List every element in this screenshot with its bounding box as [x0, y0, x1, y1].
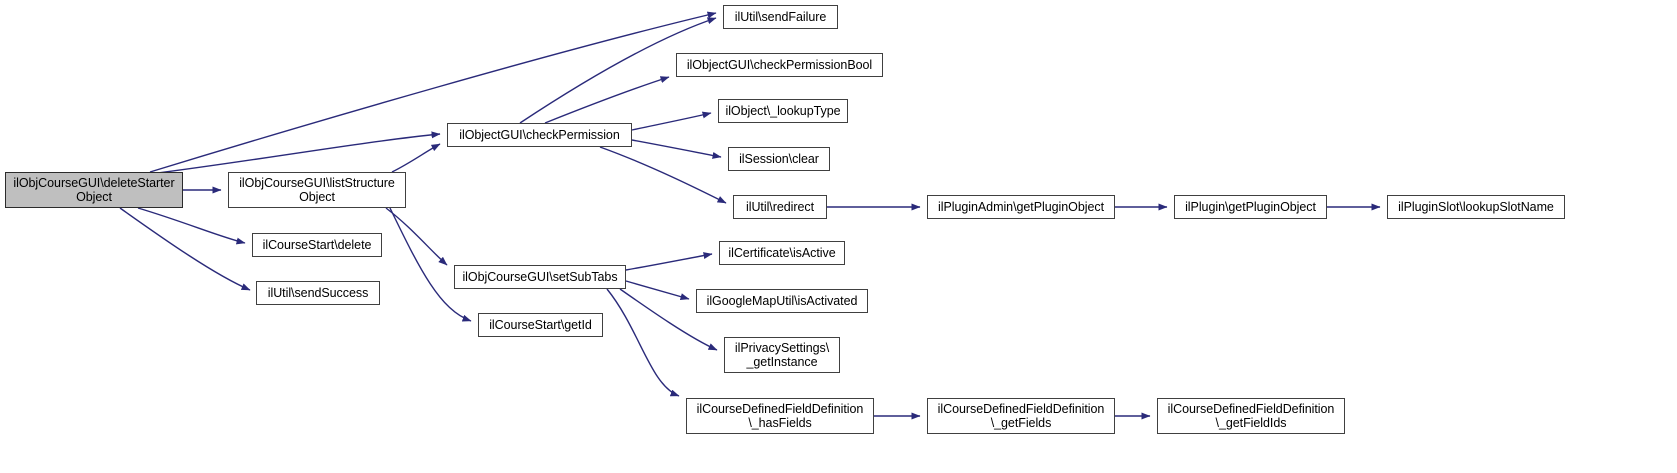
graph-node-cdfdGetFieldIds[interactable]: ilCourseDefinedFieldDefinition \_getFiel… — [1157, 398, 1345, 434]
graph-node-lookupType[interactable]: ilObject\_lookupType — [718, 99, 848, 123]
graph-node-label: ilCourseStart\getId — [489, 318, 592, 332]
graph-node-googleMapIsActivated[interactable]: ilGoogleMapUtil\isActivated — [696, 289, 868, 313]
call-edge-checkPermission-to-lookupType — [631, 111, 712, 131]
graph-node-redirect[interactable]: ilUtil\redirect — [733, 195, 827, 219]
graph-node-label: ilUtil\sendFailure — [734, 10, 827, 24]
graph-node-checkPermissionBool[interactable]: ilObjectGUI\checkPermissionBool — [676, 53, 883, 77]
graph-node-label: ilPluginSlot\lookupSlotName — [1398, 200, 1554, 214]
graph-node-sendFailure[interactable]: ilUtil\sendFailure — [723, 5, 838, 29]
graph-node-cdfdHasFields[interactable]: ilCourseDefinedFieldDefinition \_hasFiel… — [686, 398, 874, 434]
graph-node-pluginSlotLookupSlotName[interactable]: ilPluginSlot\lookupSlotName — [1387, 195, 1565, 219]
graph-node-label: ilObjCourseGUI\setSubTabs — [462, 270, 618, 284]
graph-node-label: ilPluginAdmin\getPluginObject — [937, 200, 1104, 214]
graph-node-label: ilPlugin\getPluginObject — [1185, 200, 1316, 214]
graph-node-sessionClear[interactable]: ilSession\clear — [728, 147, 830, 171]
graph-node-certificateIsActive[interactable]: ilCertificate\isActive — [719, 241, 845, 265]
graph-node-label: ilObjectGUI\checkPermissionBool — [686, 58, 873, 72]
call-edge-listStructureObject-to-setSubTabs — [385, 207, 448, 266]
graph-node-sendSuccess[interactable]: ilUtil\sendSuccess — [256, 281, 380, 305]
graph-node-checkPermission[interactable]: ilObjectGUI\checkPermission — [447, 123, 632, 147]
graph-node-privacyGetInstance[interactable]: ilPrivacySettings\ _getInstance — [724, 337, 840, 373]
call-edge-listStructureObject-to-checkPermission — [391, 143, 441, 173]
graph-node-courseStartGetId[interactable]: ilCourseStart\getId — [478, 313, 603, 337]
graph-node-deleteStarterObject[interactable]: ilObjCourseGUI\deleteStarter Object — [5, 172, 183, 208]
graph-node-cdfdGetFields[interactable]: ilCourseDefinedFieldDefinition \_getFiel… — [927, 398, 1115, 434]
call-edge-deleteStarterObject-to-checkPermission — [149, 131, 441, 175]
graph-node-listStructureObject[interactable]: ilObjCourseGUI\listStructure Object — [228, 172, 406, 208]
call-edge-checkPermission-to-redirect — [599, 146, 727, 204]
call-edge-deleteStarterObject-to-sendFailure — [149, 11, 717, 173]
graph-node-pluginGetPluginObject[interactable]: ilPlugin\getPluginObject — [1174, 195, 1327, 219]
graph-node-label: ilCourseDefinedFieldDefinition \_getFiel… — [937, 402, 1105, 430]
call-edge-deleteStarterObject-to-courseStartDelete — [137, 207, 246, 245]
graph-node-label: ilCourseDefinedFieldDefinition \_getFiel… — [1167, 402, 1335, 430]
graph-node-label: ilObject\_lookupType — [725, 104, 841, 118]
call-edge-checkPermission-to-sessionClear — [631, 139, 722, 159]
graph-node-setSubTabs[interactable]: ilObjCourseGUI\setSubTabs — [454, 265, 626, 289]
graph-node-label: ilGoogleMapUtil\isActivated — [706, 294, 858, 308]
graph-node-label: ilUtil\sendSuccess — [267, 286, 369, 300]
graph-node-label: ilCourseDefinedFieldDefinition \_hasFiel… — [696, 402, 864, 430]
call-edge-checkPermission-to-checkPermissionBool — [544, 76, 670, 124]
graph-node-courseStartDelete[interactable]: ilCourseStart\delete — [252, 233, 382, 257]
call-edge-deleteStarterObject-to-sendSuccess — [119, 207, 251, 291]
graph-node-label: ilPrivacySettings\ _getInstance — [734, 341, 830, 369]
graph-node-label: ilCertificate\isActive — [728, 246, 836, 260]
graph-node-pluginAdminGetPluginObject[interactable]: ilPluginAdmin\getPluginObject — [927, 195, 1115, 219]
graph-node-label: ilUtil\redirect — [745, 200, 814, 214]
call-edge-setSubTabs-to-certificateIsActive — [625, 252, 713, 271]
graph-node-label: ilCourseStart\delete — [262, 238, 372, 252]
graph-node-label: ilSession\clear — [739, 152, 819, 166]
graph-node-label: ilObjectGUI\checkPermission — [459, 128, 620, 142]
graph-node-label: ilObjCourseGUI\listStructure Object — [239, 176, 395, 204]
call-edge-setSubTabs-to-googleMapIsActivated — [625, 280, 690, 301]
call-edge-setSubTabs-to-cdfdHasFields — [606, 288, 680, 397]
graph-node-label: ilObjCourseGUI\deleteStarter Object — [13, 176, 175, 204]
